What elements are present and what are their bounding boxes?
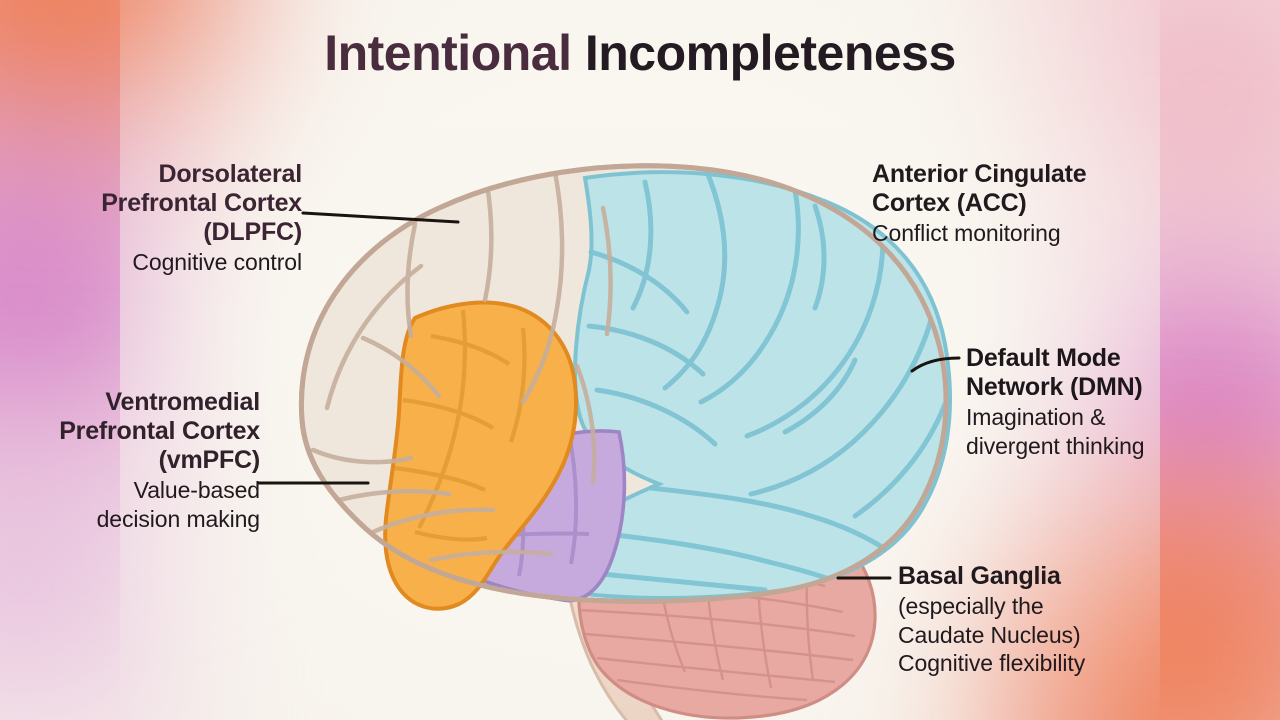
label-vmpfc[interactable]: Ventromedial Prefrontal Cortex (vmPFC) V… (10, 388, 260, 532)
label-dlpfc-title-line-1: Dorsolateral (158, 160, 303, 188)
brain-svg (298, 163, 952, 720)
cortex-sulci (310, 169, 613, 563)
label-basal-ganglia-subtitle-line-3: Cognitive flexibility (898, 650, 1086, 677)
label-vmpfc-subtitle-line-1: Value-based (133, 477, 260, 503)
label-acc-subtitle-line-1: Conflict monitoring (872, 220, 1061, 246)
label-vmpfc-title-line-2: Prefrontal Cortex (59, 417, 260, 445)
label-dmn[interactable]: Default Mode Network (DMN) Imagination &… (966, 344, 1266, 459)
label-vmpfc-title-line-3: (vmPFC) (158, 446, 261, 474)
label-dmn-title-line-1: Default Mode (966, 344, 1121, 372)
label-basal-ganglia[interactable]: Basal Ganglia (especially the Caudate Nu… (898, 562, 1208, 677)
label-basal-ganglia-subtitle-line-1: (especially the (898, 593, 1044, 619)
label-acc-title-line-1: Anterior Cingulate (872, 160, 1087, 188)
label-acc-title-line-2: Cortex (ACC) (872, 189, 1027, 217)
cerebrum-outline (298, 163, 949, 604)
brain-diagram (255, 120, 975, 720)
label-vmpfc-subtitle-line-2: decision making (96, 505, 261, 532)
label-acc[interactable]: Anterior Cingulate Cortex (ACC) Conflict… (872, 160, 1172, 247)
label-vmpfc-title-line-1: Ventromedial (105, 388, 260, 416)
label-dmn-subtitle-line-1: Imagination & (966, 404, 1106, 430)
label-dlpfc-title-line-2: Prefrontal Cortex (101, 189, 302, 217)
page-title-part-b: Incompleteness (584, 25, 956, 81)
label-dmn-title-line-2: Network (DMN) (966, 373, 1143, 401)
label-basal-ganglia-subtitle-line-2: Caudate Nucleus) (898, 621, 1081, 648)
page-title-part-a: Intentional (324, 25, 585, 81)
label-dlpfc-subtitle-line-1: Cognitive control (132, 249, 302, 275)
label-basal-ganglia-title-line-1: Basal Ganglia (898, 562, 1061, 590)
dmn-region[interactable] (556, 169, 952, 600)
label-dlpfc-title-line-3: (DLPFC) (203, 218, 302, 246)
page-title: Intentional Incompleteness (0, 26, 1280, 81)
label-dmn-subtitle-line-2: divergent thinking (966, 432, 1145, 459)
label-dlpfc[interactable]: Dorsolateral Prefrontal Cortex (DLPFC) C… (40, 160, 302, 276)
